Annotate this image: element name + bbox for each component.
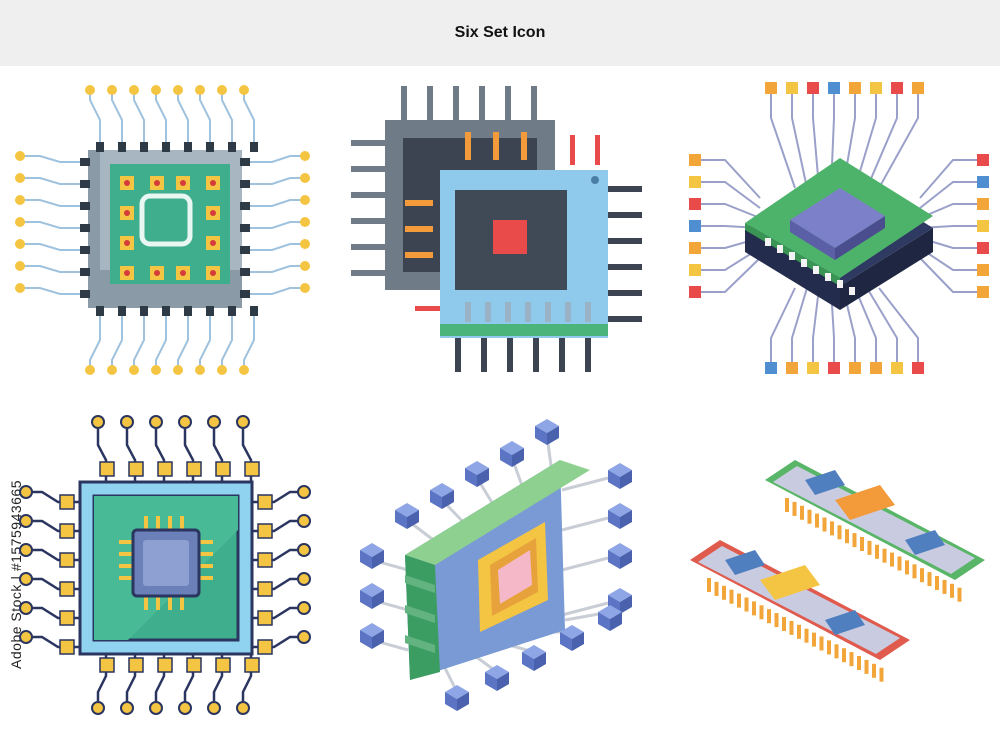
isometric-cpu-chip-icon bbox=[685, 78, 995, 383]
ram-memory-sticks-icon bbox=[685, 440, 995, 700]
flat-cpu-chip-icon bbox=[10, 80, 320, 380]
header-bar: Six Set Icon bbox=[0, 0, 1000, 66]
isometric-circuit-chip-icon bbox=[350, 410, 660, 720]
page-title: Six Set Icon bbox=[454, 24, 546, 41]
outline-microchip-icon bbox=[18, 410, 318, 720]
layered-processor-chip-icon bbox=[345, 80, 655, 380]
